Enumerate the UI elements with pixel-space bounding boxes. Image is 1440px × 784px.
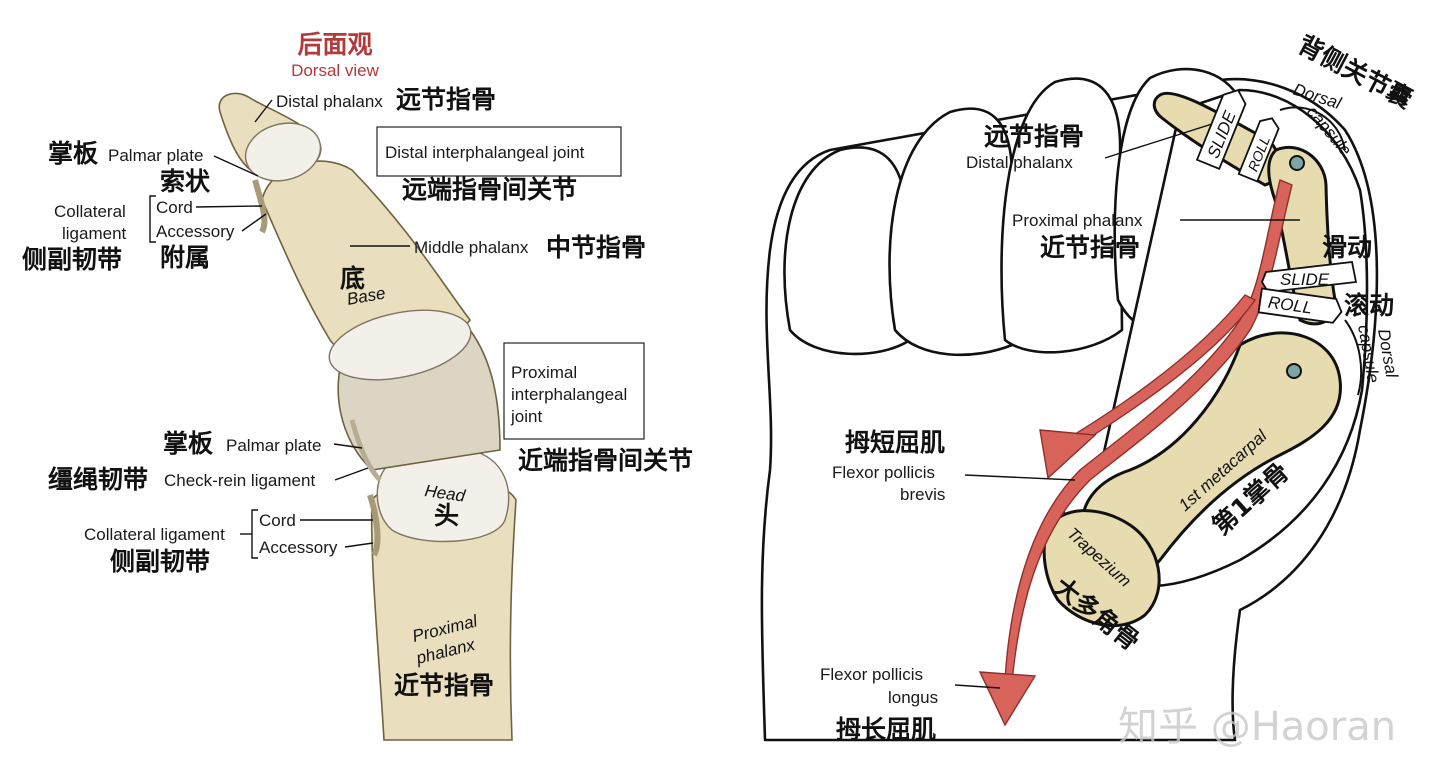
label-accessory-cn: 附属 bbox=[160, 243, 210, 272]
label-distal-phalanx-en: Distal phalanx bbox=[276, 92, 383, 111]
label-base-cn: 底 bbox=[340, 264, 365, 293]
finger-1 bbox=[783, 146, 912, 356]
fpb-arrowhead bbox=[1039, 429, 1097, 480]
svg-text:SLIDE: SLIDE bbox=[1280, 270, 1330, 289]
label-fpl-en-2: longus bbox=[888, 688, 938, 707]
label-collateral-2-en: Collateral ligament bbox=[84, 525, 225, 544]
label-cord-en: Cord bbox=[156, 198, 193, 217]
label-collateral-en-1: Collateral bbox=[54, 202, 126, 221]
label-slide-cn: 滑动 bbox=[1322, 233, 1372, 262]
label-fpl-en-1: Flexor pollicis bbox=[820, 665, 923, 684]
dorsal-capsule-arc-top bbox=[1279, 106, 1346, 151]
label-palmar-plate-2-cn: 掌板 bbox=[163, 429, 213, 458]
trapezium bbox=[1042, 509, 1161, 628]
fpl-arrowhead bbox=[978, 671, 1037, 727]
label-middle-phalanx-cn: 中节指骨 bbox=[546, 233, 646, 262]
label-pip-1: Proximal bbox=[511, 363, 577, 382]
label-palmar-plate-1-cn: 掌板 bbox=[48, 139, 98, 168]
left-labels: 后面观 Dorsal view Distal phalanx 远节指骨 掌板 P… bbox=[22, 30, 693, 700]
label-pip-3: joint bbox=[510, 407, 542, 426]
label-check-rein-cn: 缰绳韧带 bbox=[48, 465, 148, 494]
dorsal-view-title-cn: 后面观 bbox=[297, 30, 372, 59]
right-labels: 背侧关节囊 Dorsal capsule 远节指骨 Distal phalanx… bbox=[820, 30, 1417, 750]
label-check-rein-en: Check-rein ligament bbox=[164, 471, 315, 490]
axis-dot-mcp bbox=[1286, 363, 1302, 379]
label-fpl-cn: 拇长屈肌 bbox=[836, 715, 936, 744]
collateral-ligament-dip bbox=[252, 179, 268, 234]
label-roll-cn: 滚动 bbox=[1344, 291, 1394, 320]
label-fpb-en-2: brevis bbox=[900, 485, 945, 504]
dip-label-box bbox=[376, 126, 622, 177]
label-proximal-phalanx-r-en: Proximal phalanx bbox=[1012, 211, 1143, 230]
label-collateral-2-cn: 侧副韧带 bbox=[110, 547, 210, 576]
label-accessory-en: Accessory bbox=[156, 222, 235, 241]
fist-illustration: SLIDE ROLL SLIDE ROLL bbox=[760, 67, 1379, 742]
label-distal-phalanx-r-cn: 远节指骨 bbox=[984, 122, 1084, 151]
label-cord-cn: 索状 bbox=[160, 167, 211, 196]
label-middle-phalanx-en: Middle phalanx bbox=[414, 238, 529, 257]
label-proximal-phalanx-cn: 近节指骨 bbox=[394, 671, 494, 700]
label-distal-phalanx-cn: 远节指骨 bbox=[396, 85, 496, 114]
label-fpb-en-1: Flexor pollicis bbox=[832, 463, 935, 482]
roll-arrow-mid: ROLL bbox=[1257, 287, 1343, 324]
label-palmar-plate-2-en: Palmar plate bbox=[226, 436, 321, 455]
left-leader-lines bbox=[149, 99, 410, 559]
axis-dot-ip bbox=[1289, 155, 1305, 171]
watermark: 知乎 @Haoran bbox=[1118, 704, 1396, 750]
finger-illustration bbox=[218, 92, 517, 741]
label-pip-cn: 近端指骨间关节 bbox=[518, 446, 693, 475]
label-head-cn: 头 bbox=[434, 501, 459, 530]
finger-3 bbox=[1000, 77, 1124, 354]
right-leader-lines bbox=[954, 123, 1300, 689]
first-metacarpal bbox=[1080, 331, 1342, 574]
label-distal-phalanx-r-en: Distal phalanx bbox=[966, 153, 1073, 172]
label-fpb-cn: 拇短屈肌 bbox=[845, 428, 945, 457]
pip-label-box bbox=[503, 342, 645, 440]
dorsal-view-title-en: Dorsal view bbox=[291, 61, 380, 80]
label-collateral-en-2: ligament bbox=[62, 224, 127, 243]
label-pip-2: interphalangeal bbox=[511, 385, 627, 404]
label-proximal-phalanx-r-cn: 近节指骨 bbox=[1040, 233, 1140, 262]
label-palmar-plate-1-en: Palmar plate bbox=[108, 146, 203, 165]
collateral-ligament-pip bbox=[367, 494, 381, 557]
middle-phalanx-base-cartilage bbox=[328, 309, 472, 381]
label-cord-2-en: Cord bbox=[259, 511, 296, 530]
label-accessory-2-en: Accessory bbox=[259, 538, 338, 557]
label-dip-joint-cn: 远端指骨间关节 bbox=[402, 175, 577, 204]
check-rein-ligament bbox=[349, 419, 382, 482]
finger-2 bbox=[888, 107, 1014, 357]
label-collateral-cn: 侧副韧带 bbox=[22, 245, 122, 274]
label-dip-joint-en: Distal interphalangeal joint bbox=[385, 143, 585, 162]
dip-articular-surface bbox=[244, 122, 322, 182]
slide-arrow-mid: SLIDE bbox=[1260, 261, 1358, 293]
dorsal-capsule-arc-bottom bbox=[1344, 319, 1363, 396]
